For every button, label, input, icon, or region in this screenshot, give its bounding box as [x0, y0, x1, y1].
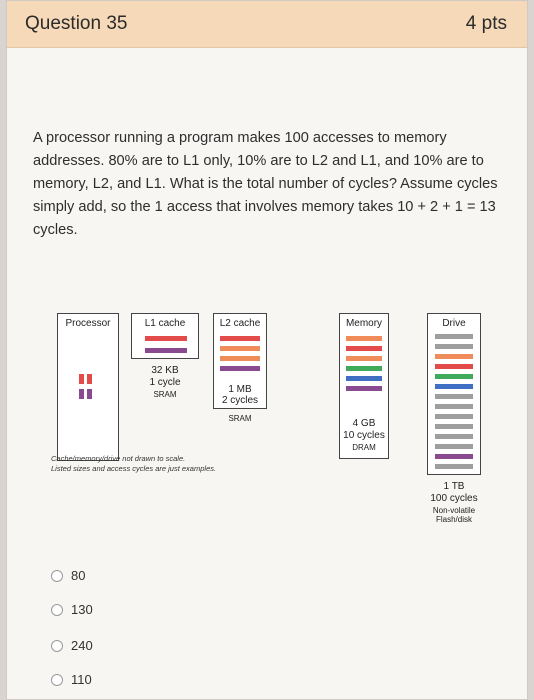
- l1-cache-box: L1 cache: [131, 313, 199, 359]
- question-title: Question 35: [25, 13, 128, 34]
- processor-label: Processor: [65, 318, 111, 329]
- drive-line-7: [435, 394, 473, 399]
- answer-option[interactable]: 240: [51, 637, 351, 657]
- answer-option[interactable]: 110: [51, 671, 351, 691]
- l2-cache-label: L2 cache: [219, 318, 261, 329]
- l1-line-purple: [145, 348, 187, 353]
- drive-line-5: [435, 374, 473, 379]
- l1-cache-label: L1 cache: [144, 318, 186, 329]
- drive-label: Drive: [442, 318, 466, 329]
- l1-line-red: [145, 336, 187, 341]
- diagram-note-line2: Listed sizes and access cycles are just …: [51, 464, 217, 473]
- l2-line-orange-1: [220, 346, 260, 351]
- question-points: 4 pts: [465, 13, 507, 34]
- l2-line-red: [220, 336, 260, 341]
- drive-size: 1 TB: [443, 481, 465, 492]
- memory-line-blue: [346, 376, 382, 381]
- drive-box: Drive: [427, 313, 481, 475]
- memory-line-orange-1: [346, 336, 382, 341]
- processor-register-red: [79, 374, 84, 384]
- drive-line-1: [435, 334, 473, 339]
- drive-type-line1: Non-volatile: [432, 506, 476, 515]
- question-text: A processor running a program makes 100 …: [33, 130, 498, 238]
- answer-option[interactable]: 130: [51, 601, 351, 621]
- memory-hierarchy-diagram: Processor L1 cache 32 KB 1 cycle SRAM L2…: [7, 291, 527, 551]
- question-header: Question 35 4 pts: [7, 1, 527, 48]
- memory-size: 4 GB: [352, 418, 376, 429]
- memory-box: Memory 4 GB 10 cycles DRAM: [339, 313, 389, 459]
- drive-line-14: [435, 464, 473, 469]
- drive-line-2: [435, 344, 473, 349]
- memory-line-orange-2: [346, 356, 382, 361]
- drive-line-8: [435, 404, 473, 409]
- drive-cycles: 100 cycles: [430, 493, 478, 504]
- memory-type: DRAM: [352, 443, 376, 452]
- radio-button[interactable]: [51, 604, 63, 616]
- question-card: Question 35 4 pts A processor running a …: [6, 0, 528, 700]
- memory-label: Memory: [345, 318, 383, 329]
- memory-line-green: [346, 366, 382, 371]
- l2-cache-box: L2 cache 1 MB 2 cycles: [213, 313, 267, 409]
- l1-cycles: 1 cycle: [149, 377, 181, 388]
- drive-type-line2: Flash/disk: [435, 515, 472, 524]
- processor-box: Processor: [57, 313, 119, 461]
- answer-option-label: 80: [71, 568, 86, 583]
- memory-line-purple: [346, 386, 382, 391]
- answer-option-label: 110: [71, 672, 92, 687]
- radio-button[interactable]: [51, 570, 63, 582]
- drive-line-6: [435, 384, 473, 389]
- processor-register-purple-2: [87, 389, 92, 399]
- answer-option-label: 130: [71, 602, 93, 617]
- l2-type: SRAM: [228, 414, 252, 423]
- drive-line-10: [435, 424, 473, 429]
- diagram-note-line1: Cache/memory/drive not drawn to scale.: [51, 454, 186, 463]
- drive-line-9: [435, 414, 473, 419]
- memory-line-red: [346, 346, 382, 351]
- l2-cycles: 2 cycles: [221, 395, 259, 406]
- drive-line-12: [435, 444, 473, 449]
- memory-cycles: 10 cycles: [343, 430, 385, 441]
- l2-size: 1 MB: [228, 384, 252, 395]
- processor-register-purple: [79, 389, 84, 399]
- answer-option[interactable]: 80: [51, 567, 351, 587]
- drive-line-3: [435, 354, 473, 359]
- processor-register-red-2: [87, 374, 92, 384]
- answer-option-label: 240: [71, 638, 93, 653]
- radio-button[interactable]: [51, 674, 63, 686]
- drive-line-13: [435, 454, 473, 459]
- radio-button[interactable]: [51, 640, 63, 652]
- drive-line-11: [435, 434, 473, 439]
- l1-type: SRAM: [153, 390, 177, 399]
- l2-line-purple: [220, 366, 260, 371]
- l1-size: 32 KB: [151, 365, 179, 376]
- drive-line-4: [435, 364, 473, 369]
- l2-line-orange-2: [220, 356, 260, 361]
